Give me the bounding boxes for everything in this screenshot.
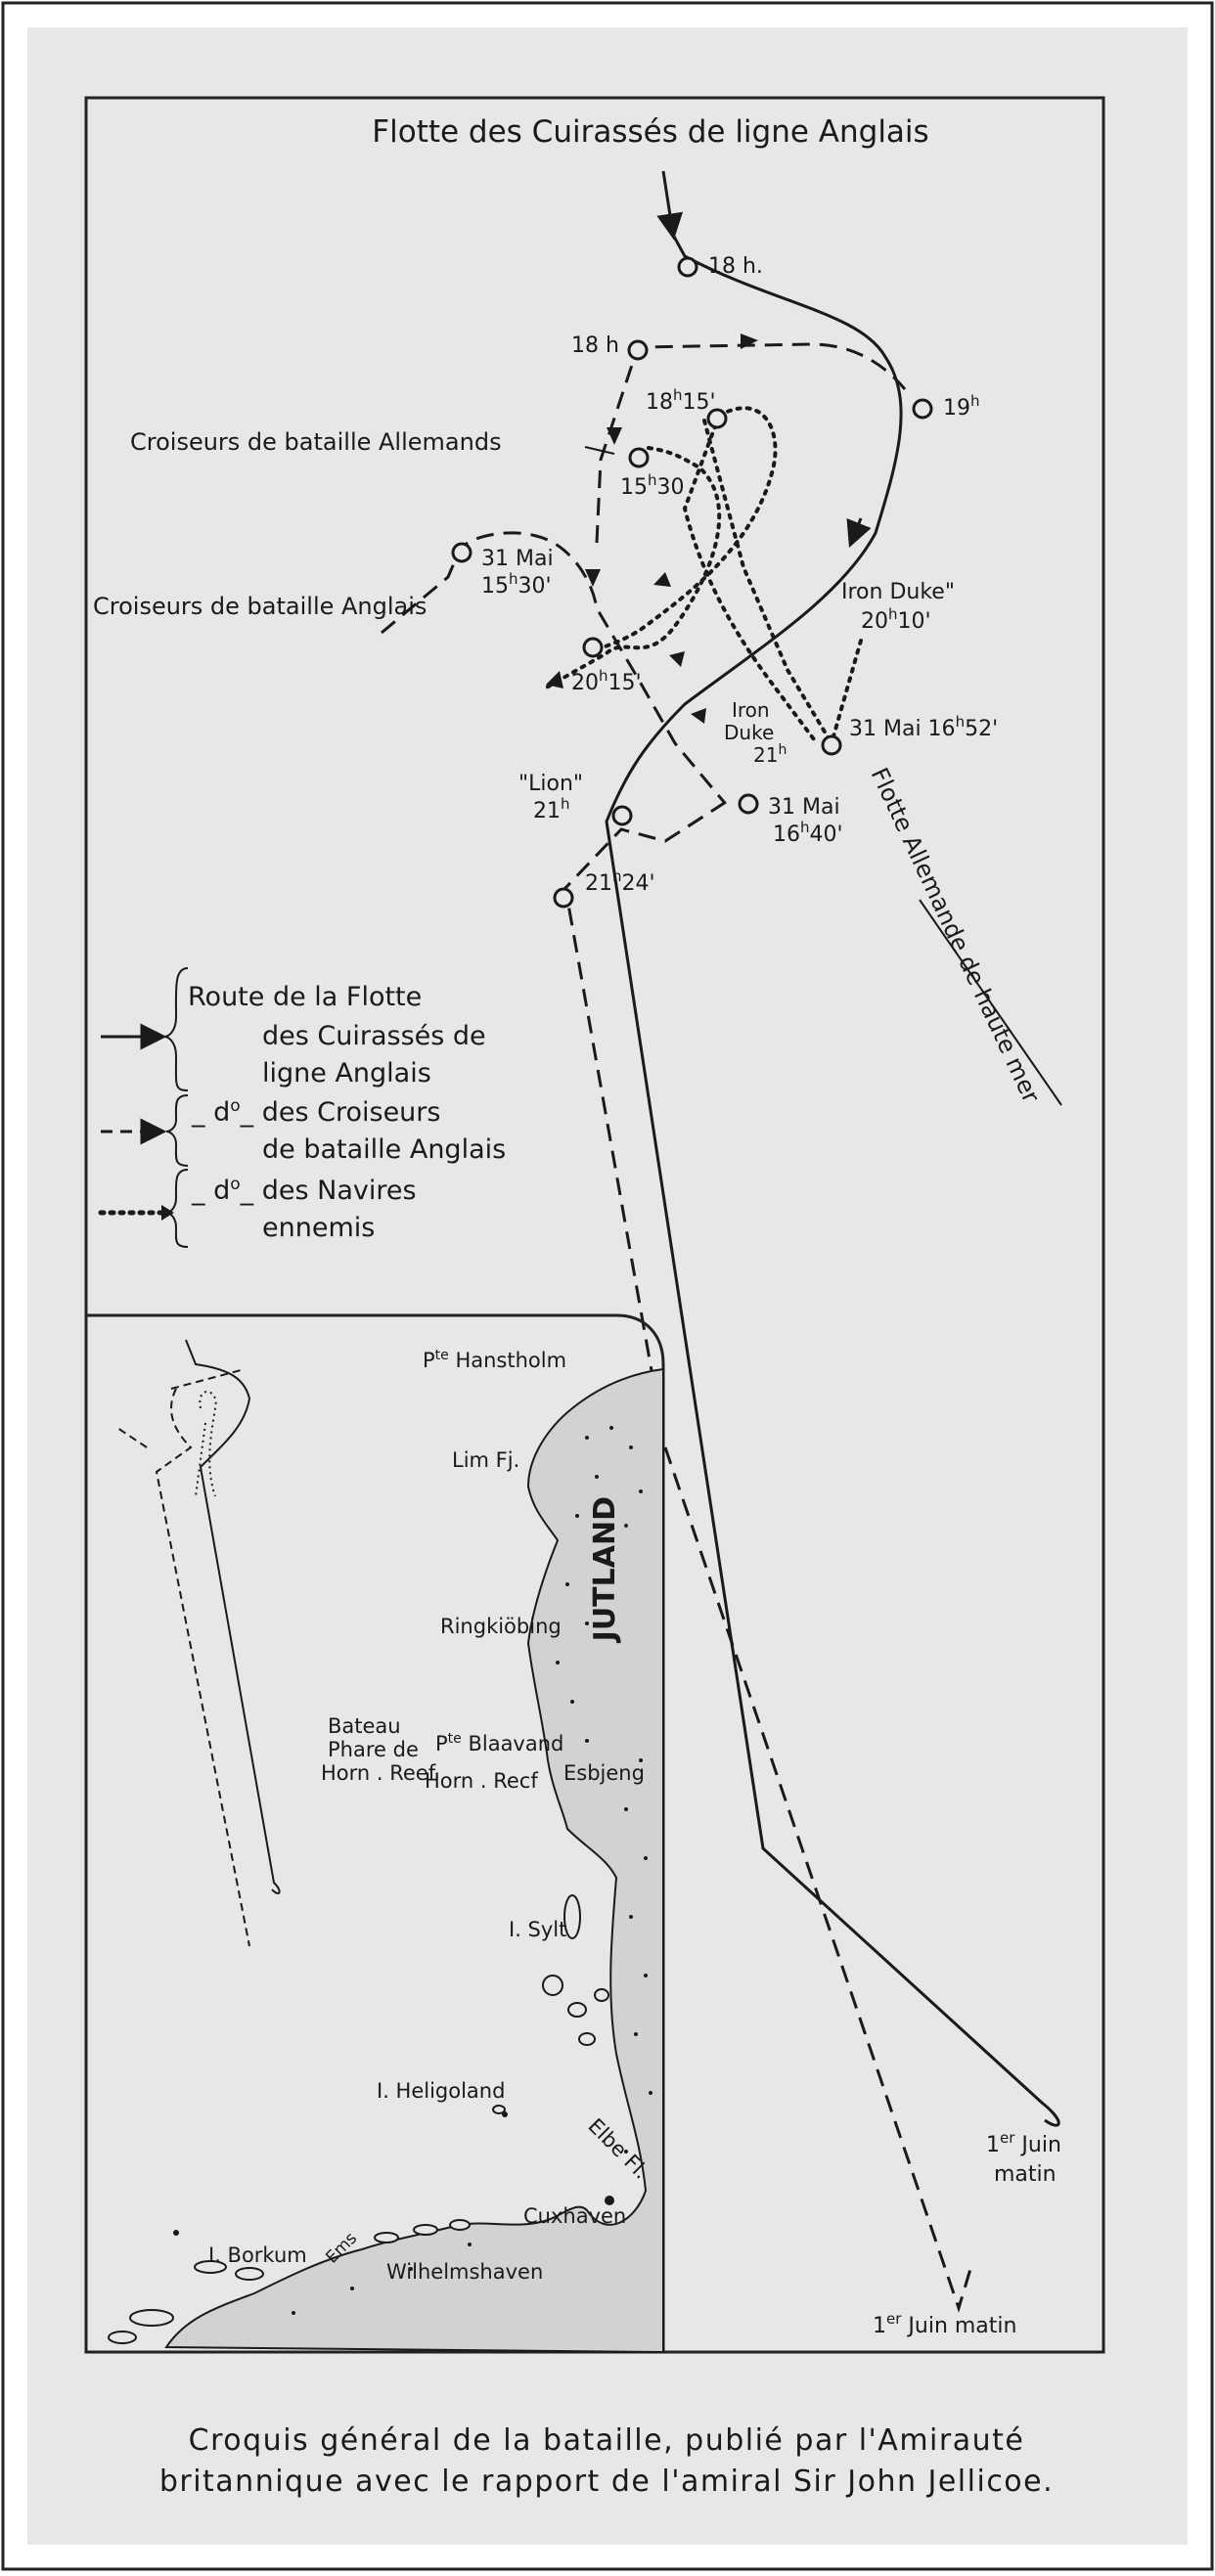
label-ringkobing: Ringkiöbing	[440, 1615, 562, 1638]
label-hanstholm: Pte Hanstholm	[423, 1348, 566, 1372]
circle-16h52	[821, 734, 842, 756]
leader-flotte-allemande	[919, 899, 1062, 1106]
leader-croiseurs-allemands	[584, 446, 615, 455]
circle-lion-21h	[611, 805, 633, 826]
label-blaavand: Pte Blaavand	[435, 1731, 563, 1755]
circle-18h-fleet	[677, 256, 698, 278]
label-18h-fleet: 18 h.	[708, 254, 763, 279]
label-borkum: I. Borkum	[208, 2243, 307, 2267]
label-lion-time: 21h	[533, 795, 570, 823]
circle-19h	[912, 398, 933, 420]
label-iron-duke-2a: Iron	[732, 698, 770, 722]
label-31mai-16h52: 31 Mai 16h52'	[849, 713, 998, 741]
label-19h: 19h	[943, 392, 980, 421]
label-heligoland: I. Heligoland	[377, 2079, 505, 2103]
battleship-route	[605, 170, 1060, 2127]
label-bateau-1: Bateau	[328, 1714, 401, 1738]
label-wilhelmshaven: Wilhelmshaven	[386, 2260, 543, 2284]
map-title: Flotte des Cuirassés de ligne Anglais	[372, 114, 928, 150]
inset-labels: Pte Hanstholm Lim Fj. JUTLAND Ringkiöbin…	[208, 1348, 653, 2284]
german-routes	[541, 406, 863, 745]
circle-21h24	[553, 887, 574, 909]
inset-routes	[116, 1339, 281, 1947]
circle-15h30	[628, 447, 650, 468]
label-iron-duke-1: Iron Duke"	[841, 580, 955, 604]
label-1juin-fleet: 1er Juin	[986, 2129, 1061, 2157]
legend-line-6: _ do_ des Navires	[191, 1175, 417, 1206]
caption-line-2: britannique avec le rapport de l'amiral …	[159, 2465, 1054, 2499]
legend-brace-1	[163, 967, 189, 1091]
circle-16h40	[738, 793, 759, 815]
islands	[108, 1894, 609, 2344]
legend-line-4: _ do_ des Croiseurs	[191, 1096, 440, 1128]
label-iron-duke-1-time: 20h10'	[861, 605, 931, 634]
battlecruiser-arrows	[585, 333, 758, 724]
caption: Croquis général de la bataille, publié p…	[159, 2423, 1054, 2499]
label-horn-reef: Horn . Recf	[425, 1769, 538, 1793]
legend-brace-2	[165, 1094, 189, 1167]
label-cuxhaven: Cuxhaven	[523, 2204, 626, 2228]
inset-map: Pte Hanstholm Lim Fj. JUTLAND Ringkiöbin…	[86, 1313, 665, 2354]
label-bateau-3: Horn . Reef	[321, 1761, 436, 1785]
time-markers	[451, 256, 933, 909]
label-31mai-a: 31 Mai	[481, 547, 554, 571]
legend-line-5: de bataille Anglais	[262, 1134, 506, 1165]
label-iron-duke-2b: Duke	[724, 721, 774, 744]
label-lim-fj: Lim Fj.	[452, 1448, 519, 1472]
legend-line-1: Route de la Flotte	[188, 982, 422, 1012]
circle-20h15	[582, 637, 604, 658]
legend-line-3: ligne Anglais	[262, 1058, 431, 1088]
label-31mai-c: 31 Mai	[768, 795, 840, 820]
label-sylt: I. Sylt	[509, 1918, 566, 1941]
label-matin-fleet: matin	[994, 2162, 1057, 2187]
label-croiseurs-anglais: Croiseurs de bataille Anglais	[93, 593, 427, 620]
label-20h15: 20h15'	[571, 667, 642, 695]
legend: Route de la Flotte des Cuirassés de lign…	[98, 967, 506, 1248]
label-16h40: 16h40'	[773, 819, 843, 847]
german-arrows	[546, 572, 671, 688]
label-lion: "Lion"	[518, 772, 583, 796]
label-croiseurs-allemands: Croiseurs de bataille Allemands	[130, 428, 502, 456]
legend-line-7: ennemis	[262, 1213, 375, 1243]
label-jutland: JUTLAND	[588, 1496, 622, 1643]
label-esbjerg: Esbjeng	[563, 1761, 645, 1785]
legend-line-2: des Cuirassés de	[262, 1021, 486, 1051]
legend-brace-3	[165, 1169, 189, 1248]
label-21h24: 21h24'	[585, 867, 655, 896]
caption-line-1: Croquis général de la bataille, publié p…	[189, 2423, 1025, 2458]
label-18h-cruisers: 18 h	[571, 333, 619, 358]
paper	[27, 27, 1188, 2545]
label-1juin-cruisers: 1er Juin matin	[873, 2310, 1016, 2338]
circle-18h15	[706, 408, 728, 429]
label-18h15: 18h15'	[646, 386, 716, 415]
circle-18h-cruisers	[627, 339, 649, 361]
label-15h30: 15h30	[620, 471, 685, 500]
circle-31mai-15h30	[451, 542, 472, 563]
inset-frame	[86, 1313, 665, 2352]
label-15h30-b: 15h30'	[481, 570, 552, 599]
label-bateau-2: Phare de	[328, 1738, 419, 1761]
town-markers	[173, 2111, 614, 2236]
land-stipple	[292, 1426, 652, 2315]
label-iron-duke-2-time: 21h	[753, 742, 787, 767]
